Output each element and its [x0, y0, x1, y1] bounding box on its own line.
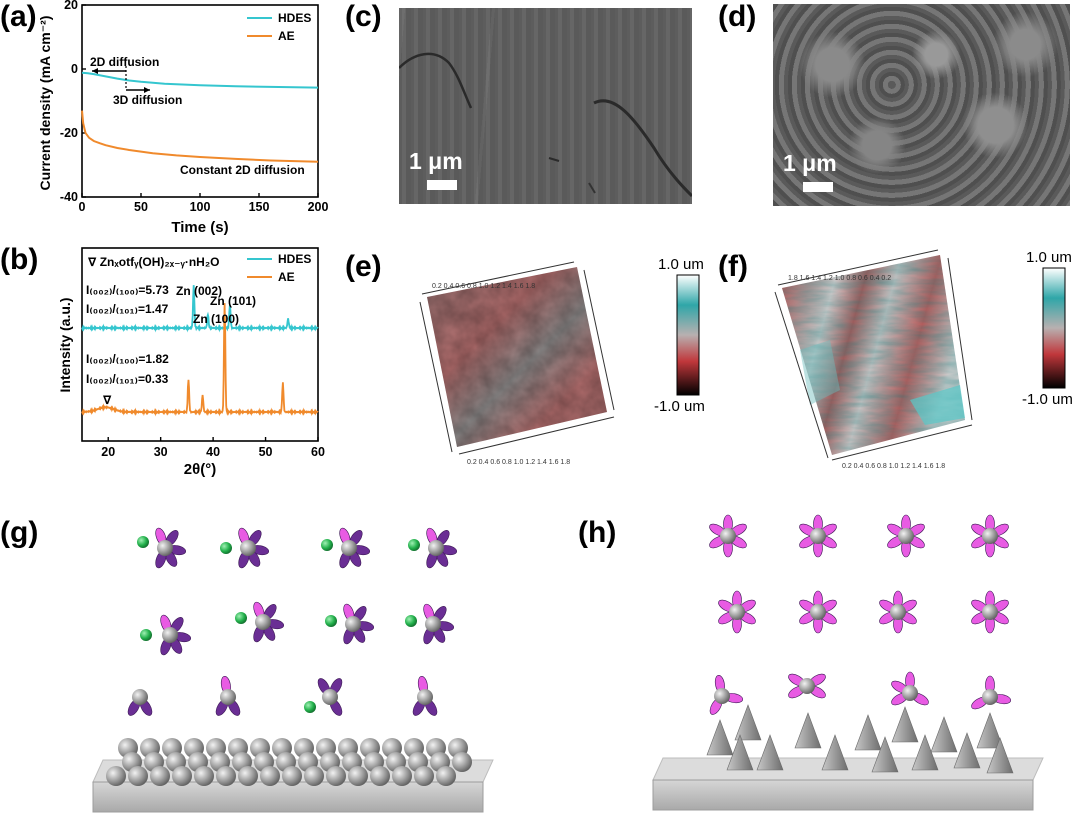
g-zn-deposit-atom: [106, 766, 126, 786]
sem-image-hdes: 1 μm: [399, 8, 692, 204]
h-cluster-zn-ion: [982, 689, 998, 705]
h-zn-crystal-cone: [734, 704, 762, 741]
svg-text:1.8 1.6 1.4 1.2 1.0 0.8 0.6 0.: 1.8 1.6 1.4 1.2 1.0 0.8 0.6 0.4 0.2: [788, 275, 891, 282]
panel-label-e: (e): [345, 250, 382, 283]
sem-c-scalebar: [427, 180, 457, 190]
g-cluster-zn-ion: [417, 689, 433, 705]
g-zn-deposit-atom: [194, 766, 214, 786]
h-cluster-zn-ion: [902, 685, 918, 701]
panel-label-b: (b): [0, 243, 39, 276]
h-cluster-zn-ion: [714, 688, 730, 704]
h-zn-crystal-cone: [706, 719, 734, 756]
h-cluster-zn-ion: [810, 604, 826, 620]
g-zn-deposit-atom: [216, 766, 236, 786]
g-cluster-anion: [321, 539, 333, 551]
g-cluster-zn-ion: [132, 689, 148, 705]
g-cluster-zn-ion: [220, 689, 236, 705]
g-zn-deposit-atom: [436, 766, 456, 786]
h-cluster-zn-ion: [729, 604, 745, 620]
h-cluster-zn-ion: [982, 604, 998, 620]
svg-text:0.2 0.4 0.6 0.8 1.0 1.2 1.4 1.: 0.2 0.4 0.6 0.8 1.0 1.2 1.4 1.6 1.8: [842, 463, 945, 470]
sem-d-scalebar-label: 1 μm: [783, 150, 837, 176]
afm-e-colorbar-max: 1.0 um: [658, 256, 704, 273]
g-zn-deposit-atom: [260, 766, 280, 786]
afm-f-colorbar-max: 1.0 um: [1026, 249, 1072, 266]
g-cluster-anion: [137, 536, 149, 548]
h-cluster-zn-ion: [810, 528, 826, 544]
g-zn-deposit-atom: [238, 766, 258, 786]
g-cluster-zn-ion: [345, 616, 361, 632]
h-zn-crystal-cone: [891, 706, 919, 743]
h-zn-crystal-cone: [726, 734, 754, 771]
g-cluster-zn-ion: [322, 689, 338, 705]
h-zn-crystal-cone: [953, 732, 981, 769]
h-cluster-zn-ion: [720, 528, 736, 544]
g-substrate-front: [92, 781, 484, 813]
g-cluster-zn-ion: [157, 540, 173, 556]
panel-label-h: (h): [578, 516, 617, 549]
afm-image-hdes: 0.2 0.4 0.6 0.8 1.0 1.2 1.4 1.6 1.8 0.2 …: [419, 261, 615, 466]
afm-image-ae: 1.8 1.6 1.4 1.2 1.0 0.8 0.6 0.4 0.2 0.2 …: [774, 249, 973, 470]
g-cluster-zn-ion: [240, 540, 256, 556]
g-zn-deposit-atom: [326, 766, 346, 786]
h-zn-crystal-cone: [930, 716, 958, 753]
g-cluster-zn-ion: [428, 540, 444, 556]
sem-image-ae: 1 μm: [773, 4, 1070, 206]
panel-label-d: (d): [718, 0, 757, 33]
g-cluster-zn-ion: [255, 614, 271, 630]
afm-f-colorbar: [1042, 267, 1066, 389]
h-zn-crystal-cone: [871, 736, 899, 773]
g-cluster-anion: [325, 615, 337, 627]
h-cluster-zn-ion: [982, 528, 998, 544]
g-cluster-anion: [408, 539, 420, 551]
g-cluster-anion: [140, 629, 152, 641]
g-zn-deposit-atom: [150, 766, 170, 786]
h-substrate-top: [652, 757, 1044, 781]
g-zn-deposit-atom: [392, 766, 412, 786]
afm-f-colorbar-min: -1.0 um: [1022, 391, 1073, 408]
g-zn-deposit-atom: [348, 766, 368, 786]
sem-c-scalebar-label: 1 μm: [409, 148, 463, 174]
panel-label-f: (f): [718, 250, 748, 283]
panel-label-a: (a): [0, 0, 37, 33]
g-cluster-anion: [405, 615, 417, 627]
h-cluster-zn-ion: [890, 604, 906, 620]
h-zn-crystal-cone: [854, 714, 882, 751]
h-zn-crystal-cone: [911, 734, 939, 771]
g-zn-deposit-atom: [282, 766, 302, 786]
h-substrate-front: [652, 779, 1034, 811]
panel-label-g: (g): [0, 516, 39, 549]
g-zn-deposit-atom: [128, 766, 148, 786]
sem-d-scalebar: [803, 182, 833, 192]
g-zn-deposit-atom: [414, 766, 434, 786]
panel-label-c: (c): [345, 0, 382, 33]
svg-text:0.2 0.4 0.6 0.8 1.0 1.2 1.4 1.: 0.2 0.4 0.6 0.8 1.0 1.2 1.4 1.6 1.8: [432, 283, 535, 290]
h-zn-crystal-cone: [794, 712, 822, 749]
h-cluster-zn-ion: [898, 528, 914, 544]
g-zn-deposit-atom: [172, 766, 192, 786]
g-cluster-zn-ion: [341, 540, 357, 556]
h-zn-crystal-cone: [756, 734, 784, 771]
h-zn-crystal-cone: [986, 737, 1014, 774]
svg-text:0.2 0.4 0.6 0.8 1.0 1.2 1.4 1.: 0.2 0.4 0.6 0.8 1.0 1.2 1.4 1.6 1.8: [467, 459, 570, 466]
g-zn-deposit-atom: [370, 766, 390, 786]
g-zn-deposit-atom: [304, 766, 324, 786]
h-cluster-zn-ion: [799, 678, 815, 694]
afm-e-colorbar: [676, 274, 700, 396]
h-zn-crystal-cone: [821, 734, 849, 771]
g-cluster-anion: [220, 542, 232, 554]
g-zn-deposit-atom: [452, 752, 472, 772]
g-cluster-anion: [235, 612, 247, 624]
g-cluster-zn-ion: [425, 616, 441, 632]
h-zn-crystal-cone: [976, 712, 1004, 749]
g-cluster-anion: [304, 701, 316, 713]
afm-e-colorbar-min: -1.0 um: [654, 398, 705, 415]
g-cluster-zn-ion: [162, 627, 178, 643]
